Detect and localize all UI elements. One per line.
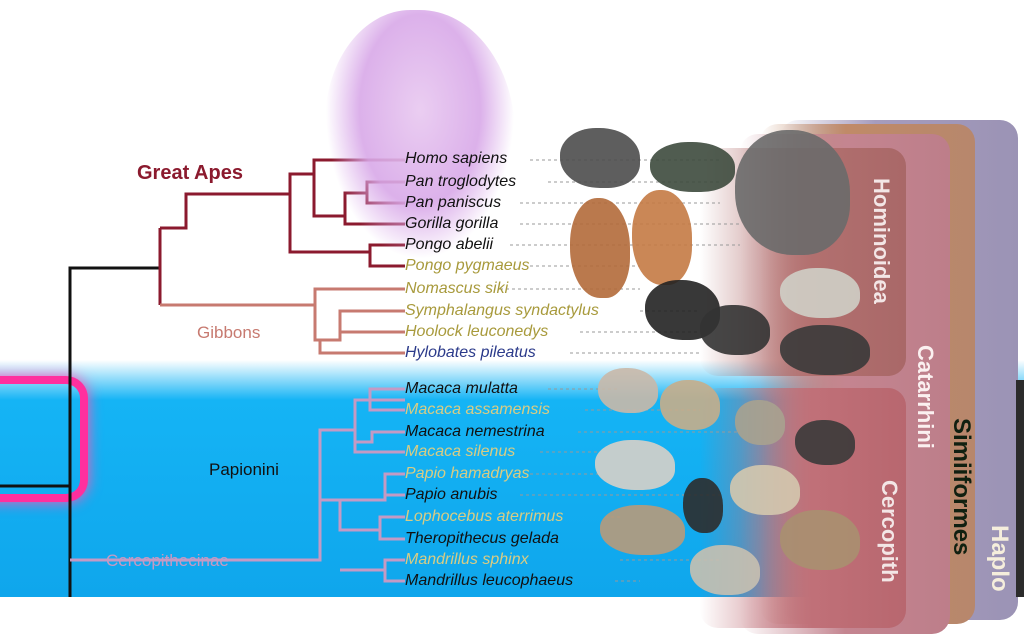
- species-label: Pan paniscus: [405, 194, 502, 211]
- species-label: Hylobates pileatus: [405, 344, 536, 361]
- edge-strip: [1016, 380, 1024, 597]
- gibbons-branch: [160, 287, 405, 355]
- species-label: Lophocebus aterrimus: [405, 508, 564, 525]
- gibbon-illustration-4: [780, 325, 870, 375]
- species-label: Theropithecus gelada: [405, 530, 559, 547]
- drill-illustration: [690, 545, 760, 595]
- root-branch: [0, 266, 160, 597]
- species-label: Mandrillus sphinx: [405, 551, 529, 568]
- group-label-great-apes: Great Apes: [137, 162, 243, 184]
- orangutan-illustration-2: [632, 190, 692, 285]
- species-label: Pongo abelii: [405, 236, 494, 253]
- macaque-illustration-4: [795, 420, 855, 465]
- clade-label-haplorhini: Haplo: [986, 525, 1013, 592]
- species-label: Homo sapiens: [405, 150, 508, 167]
- species-label: Nomascus siki: [405, 280, 509, 297]
- species-label: Gorilla gorilla: [405, 215, 499, 232]
- clade-label-cercopithecidae: Cercopith: [877, 480, 902, 583]
- gibbon-illustration-2: [700, 305, 770, 355]
- species-label: Mandrillus leucophaeus: [405, 572, 574, 589]
- species-label: Papio hamadryas: [405, 465, 530, 482]
- clade-label-hominoidea: Hominoidea: [869, 178, 894, 304]
- species-label: Macaca assamensis: [405, 401, 550, 418]
- gibbon-illustration-3: [780, 268, 860, 318]
- group-label-cercopithecinae: Cercopithecinae: [106, 551, 229, 570]
- mandrill-illustration: [780, 510, 860, 570]
- highlight-bracket: [0, 376, 88, 502]
- bonobo-illustration: [650, 142, 735, 192]
- cercopithecinae-branch: [70, 387, 405, 583]
- macaque-illustration-3: [735, 400, 785, 445]
- clade-label-catarrhini: Catarrhini: [913, 345, 938, 449]
- species-label: Macaca nemestrina: [405, 423, 545, 440]
- species-label: Symphalangus syndactylus: [405, 302, 599, 319]
- baboon-illustration-2: [730, 465, 800, 515]
- species-label: Pongo pygmaeus: [405, 257, 530, 274]
- species-label: Macaca mulatta: [405, 380, 518, 397]
- gelada-illustration: [600, 505, 685, 555]
- anime-girl-sticker: [325, 10, 515, 260]
- species-label: Papio anubis: [405, 486, 498, 503]
- macaque-illustration: [598, 368, 658, 413]
- orangutan-illustration: [570, 198, 630, 298]
- chimpanzee-illustration: [560, 128, 640, 188]
- mangabey-illustration: [683, 478, 723, 533]
- baboon-illustration: [595, 440, 675, 490]
- macaque-illustration-2: [660, 380, 720, 430]
- species-label: Hoolock leuconedys: [405, 323, 549, 340]
- group-label-gibbons: Gibbons: [197, 323, 261, 342]
- group-label-papionini: Papionini: [209, 460, 279, 479]
- gorilla-illustration: [735, 130, 850, 255]
- species-label: Pan troglodytes: [405, 173, 517, 190]
- clade-label-simiiformes: Simiiformes: [948, 418, 975, 556]
- species-label: Macaca silenus: [405, 443, 516, 460]
